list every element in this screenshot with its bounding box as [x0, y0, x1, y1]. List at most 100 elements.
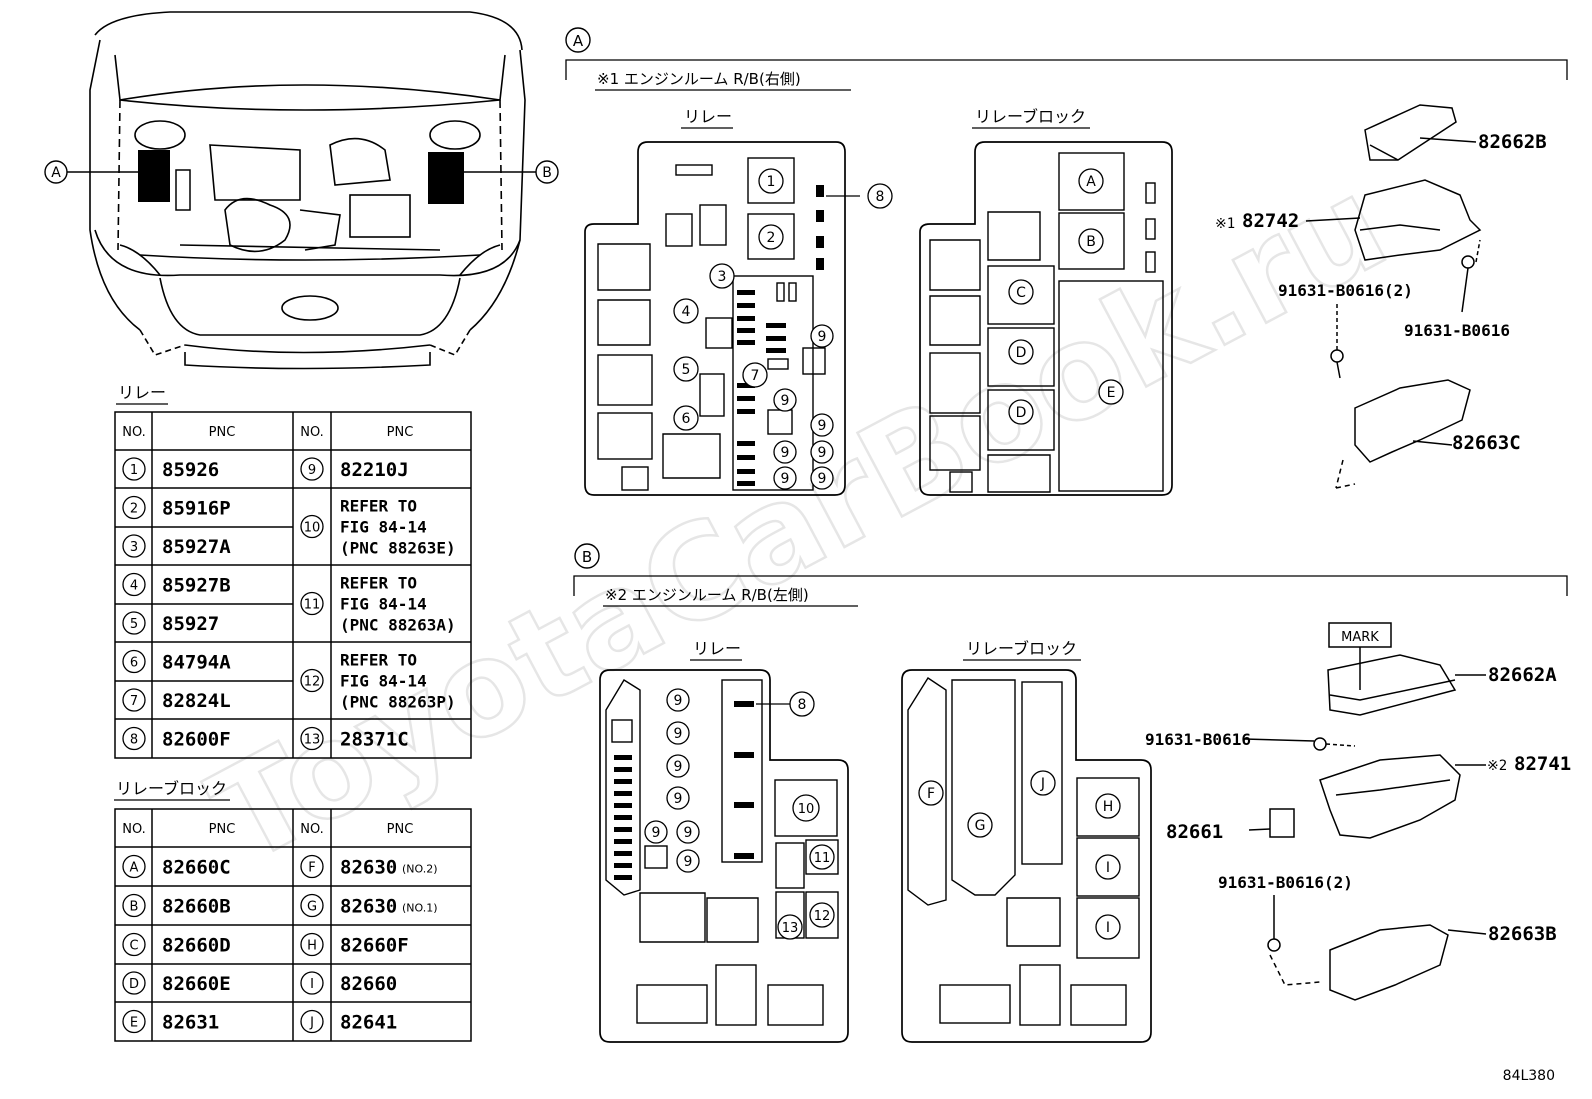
svg-text:6: 6	[130, 656, 138, 671]
relay-a-badge-9: 9	[773, 388, 797, 412]
relay-b-badge-9: 9	[666, 721, 690, 745]
relay-block-a-label: リレーブロック	[975, 107, 1086, 126]
svg-text:9: 9	[818, 445, 827, 461]
part-bolt-pair-a: 91631-B0616(2)	[1278, 281, 1413, 300]
relay-pnc-10-line: FIG 84-14	[340, 518, 427, 537]
engine-callout-a: A	[44, 160, 145, 184]
svg-text:9: 9	[684, 854, 693, 870]
relay-block-b-label: リレーブロック	[966, 639, 1077, 658]
relay-block-layout-a: リレーブロック A B C D D E	[919, 107, 1173, 496]
relay-col-no: NO.	[122, 425, 146, 440]
svg-text:9: 9	[308, 463, 316, 478]
block-col-no: NO.	[122, 822, 146, 837]
relay-pnc-8: 82600F	[162, 729, 231, 751]
relay-no-2: 2	[122, 495, 146, 520]
part-bolt-pair-b: 91631-B0616(2)	[1218, 873, 1353, 892]
relay-a-badge-9: 9	[773, 440, 797, 464]
relay-table-title: リレー	[118, 383, 166, 402]
relay-no-12: 12	[300, 668, 324, 693]
relay-b-badge-10: 10	[792, 794, 820, 822]
svg-text:12: 12	[304, 675, 321, 690]
part-82663b: 82663B	[1488, 923, 1557, 945]
relay-b-badge-9: 9	[666, 688, 690, 712]
relay-pnc-12-line: FIG 84-14	[340, 672, 427, 691]
relay-a-badge-9: 9	[773, 466, 797, 490]
block-no-g: G	[300, 893, 324, 918]
svg-text:D: D	[129, 977, 139, 992]
relay-a-badge-7: 7	[742, 362, 768, 388]
svg-text:1: 1	[130, 463, 138, 478]
relay-pnc-11-line: FIG 84-14	[340, 595, 427, 614]
relay-pnc-10-line: (PNC 88263E)	[340, 539, 456, 558]
svg-text:4: 4	[682, 304, 691, 320]
svg-text:11: 11	[814, 851, 831, 866]
relay-layout-a: リレー	[584, 107, 893, 496]
block-no-b: B	[122, 893, 146, 918]
block-b-badge-f: F	[918, 780, 944, 806]
svg-text:7: 7	[751, 368, 760, 384]
relay-pnc-5: 85927	[162, 613, 219, 635]
block-a-badge-d: D	[1008, 339, 1034, 365]
relay-pnc-1: 85926	[162, 459, 219, 481]
relay-b-badge-9: 9	[644, 820, 668, 844]
block-b-badge-j: J	[1030, 770, 1056, 796]
relay-a-badge-1: 1	[758, 168, 784, 194]
svg-text:8: 8	[130, 733, 138, 748]
relay-b-badge-9: 9	[676, 849, 700, 873]
relay-a-badge-9: 9	[810, 324, 834, 348]
section-b-title: ※2 エンジンルーム R/B(左側)	[605, 586, 809, 604]
relay-block-layout-b: リレーブロック F G J H I I	[901, 639, 1152, 1043]
relay-no-7: 7	[122, 688, 146, 712]
part-bolt-b: 91631-B0616	[1145, 730, 1251, 749]
block-note-f: (NO.2)	[402, 863, 438, 876]
part-bolt-a: 91631-B0616	[1404, 321, 1510, 340]
block-pnc-j: 82641	[340, 1012, 397, 1034]
svg-text:G: G	[975, 818, 986, 834]
svg-text:A: A	[51, 165, 61, 181]
svg-text:9: 9	[674, 693, 683, 709]
relay-b-badge-11: 11	[809, 844, 835, 870]
svg-text:9: 9	[674, 791, 683, 807]
block-a-badge-a: A	[1078, 168, 1104, 194]
relay-a-badge-2: 2	[758, 224, 784, 250]
svg-text:13: 13	[304, 733, 321, 748]
part-box-b-mark: ※2	[1487, 758, 1507, 774]
relay-a-badge-9: 9	[810, 440, 834, 464]
section-a-header: A ※1 エンジンルーム R/B(右側)	[565, 27, 1568, 91]
svg-text:B: B	[542, 165, 552, 181]
relay-pnc-12-line: (PNC 88263P)	[340, 693, 456, 712]
svg-text:13: 13	[782, 921, 799, 936]
block-pnc-d: 82660E	[162, 973, 231, 995]
svg-text:H: H	[307, 939, 317, 954]
svg-text:4: 4	[130, 579, 138, 594]
relay-no-6: 6	[122, 649, 146, 674]
block-pnc-i: 82660	[340, 973, 397, 995]
block-b-badge-h: H	[1095, 793, 1121, 819]
svg-text:11: 11	[304, 598, 321, 613]
svg-text:F: F	[308, 861, 315, 876]
block-no-c: C	[122, 932, 146, 957]
exploded-parts-a	[1305, 104, 1482, 489]
block-pnc-e: 82631	[162, 1012, 219, 1034]
engine-bay-illustration	[89, 11, 526, 370]
svg-text:H: H	[1103, 799, 1114, 815]
relay-b-badge-12: 12	[809, 902, 835, 928]
relay-a-badge-4: 4	[673, 298, 699, 324]
relay-b-badge-13: 13	[777, 914, 803, 940]
svg-text:9: 9	[674, 726, 683, 742]
relay-no-8: 8	[122, 726, 146, 751]
relay-col-pnc: PNC	[209, 425, 236, 440]
relay-a-badge-5: 5	[673, 356, 699, 382]
svg-text:9: 9	[781, 445, 790, 461]
relay-layout-b: リレー	[599, 639, 849, 1043]
section-a-title: ※1 エンジンルーム R/B(右側)	[597, 70, 801, 88]
relay-pnc-12-line: REFER TO	[340, 651, 417, 670]
relay-a-badge-9: 9	[810, 413, 834, 437]
svg-text:2: 2	[767, 230, 776, 246]
block-a-badge-d: D	[1008, 399, 1034, 425]
svg-text:9: 9	[818, 418, 827, 434]
relay-no-1: 1	[122, 457, 146, 481]
svg-text:10: 10	[798, 802, 815, 817]
svg-text:8: 8	[876, 189, 885, 205]
block-pnc-b: 82660B	[162, 896, 231, 918]
